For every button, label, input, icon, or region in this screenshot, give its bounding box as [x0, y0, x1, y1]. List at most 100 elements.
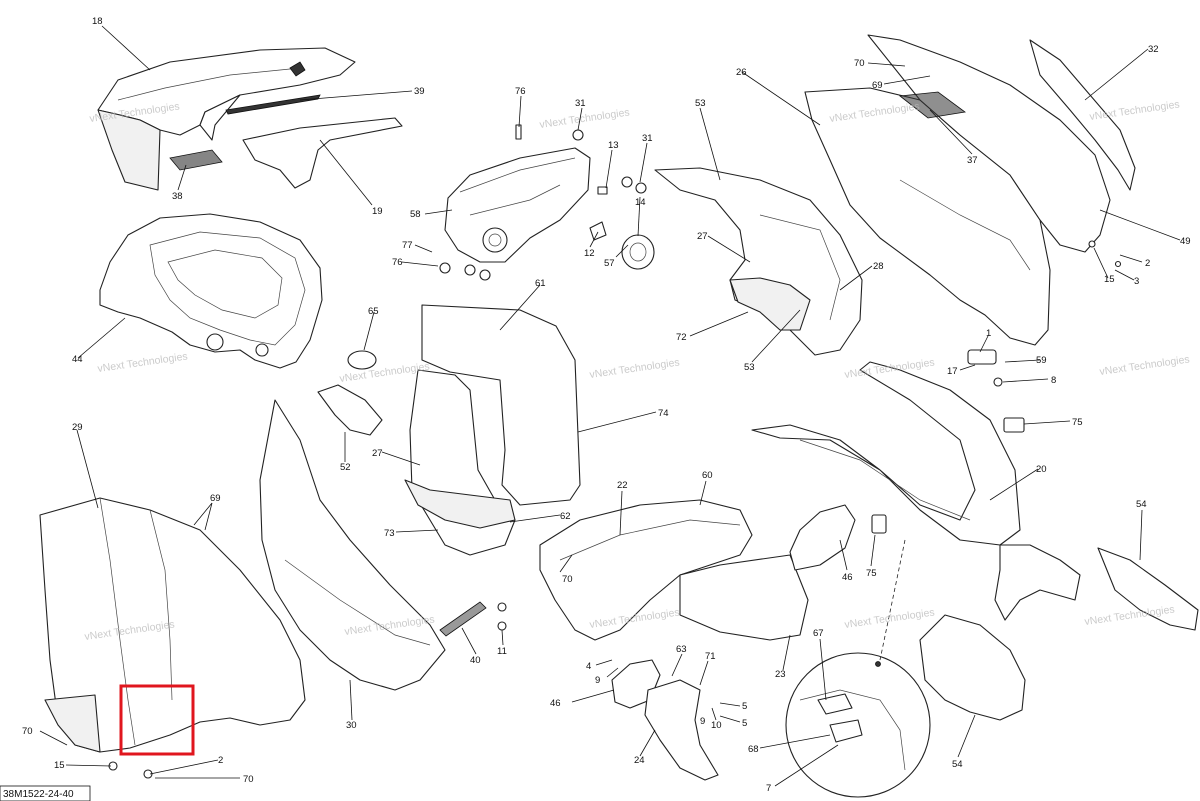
callout-68: 68	[748, 744, 759, 755]
callout-75-top: 75	[1072, 417, 1083, 428]
part-dash-housing	[99, 213, 323, 369]
callout-73: 73	[384, 528, 395, 539]
callout-65: 65	[368, 306, 379, 317]
callout-46-right: 46	[842, 572, 853, 583]
callout-15-left: 15	[54, 760, 65, 771]
part-left-fender	[39, 497, 306, 779]
part-front-panel	[751, 361, 1081, 621]
callout-10: 10	[711, 720, 722, 731]
callout-24: 24	[634, 755, 645, 766]
detail-circle	[785, 539, 931, 798]
svg-text:vNext Technologies: vNext Technologies	[589, 356, 681, 381]
callout-20: 20	[1036, 464, 1047, 475]
callout-28: 28	[873, 261, 884, 272]
callout-39: 39	[414, 86, 425, 97]
callout-76-mid: 76	[392, 257, 403, 268]
callout-69-left: 69	[210, 493, 221, 504]
callout-61: 61	[535, 278, 546, 289]
part-headlight	[439, 147, 591, 281]
callout-62: 62	[560, 511, 571, 522]
callout-27-left: 27	[372, 448, 383, 459]
callout-13: 13	[608, 140, 619, 151]
part-hardware	[515, 124, 655, 270]
callout-2-right: 2	[1145, 258, 1150, 269]
leader-lines	[39, 25, 1181, 787]
callout-9-b: 9	[700, 716, 705, 727]
part-fairing-upper	[654, 167, 863, 356]
part-top-console	[97, 47, 356, 191]
callout-76-top: 76	[515, 86, 526, 97]
callout-70-left: 70	[22, 726, 33, 737]
callout-53-top: 53	[695, 98, 706, 109]
callout-49: 49	[1180, 236, 1191, 247]
callout-37: 37	[967, 155, 978, 166]
part-right-panel-lower	[919, 614, 1026, 721]
callout-69-top: 69	[872, 80, 883, 91]
callout-8: 8	[1051, 375, 1056, 386]
callout-5-b: 5	[742, 718, 747, 729]
callout-26: 26	[736, 67, 747, 78]
part-lower-fairing	[259, 399, 507, 691]
callout-54-right: 54	[1136, 499, 1147, 510]
drawing-code: 38M1522-24-40	[3, 789, 74, 800]
callout-9-a: 9	[595, 675, 600, 686]
callout-31-b: 31	[642, 133, 653, 144]
callout-29: 29	[72, 422, 83, 433]
callout-32: 32	[1148, 44, 1159, 55]
callout-54-bottom: 54	[952, 759, 963, 770]
callout-72: 72	[676, 332, 687, 343]
callout-7: 7	[766, 783, 771, 794]
callout-4: 4	[586, 661, 591, 672]
callout-44: 44	[72, 354, 83, 365]
part-right-panel-upper	[1097, 547, 1199, 631]
drawing-code-box	[0, 785, 91, 801]
callout-14: 14	[635, 197, 646, 208]
part-side-panels	[404, 304, 581, 556]
svg-text:vNext Technologies: vNext Technologies	[844, 606, 936, 631]
part-bracket	[317, 384, 383, 436]
highlight-box	[119, 684, 195, 756]
callout-30: 30	[346, 720, 357, 731]
callout-31-a: 31	[575, 98, 586, 109]
svg-text:vNext Technologies: vNext Technologies	[1084, 603, 1176, 628]
callout-11: 11	[497, 646, 507, 657]
callout-40: 40	[470, 655, 481, 666]
callout-46-left: 46	[550, 698, 561, 709]
svg-text:vNext Technologies: vNext Technologies	[1099, 353, 1191, 378]
callout-18: 18	[92, 16, 103, 27]
callout-63: 63	[676, 644, 687, 655]
part-fasteners	[871, 240, 1122, 534]
callout-15-right: 15	[1104, 274, 1115, 285]
callout-27-right: 27	[697, 231, 708, 242]
callout-71: 71	[705, 651, 716, 662]
callout-58: 58	[410, 209, 421, 220]
callout-60: 60	[702, 470, 713, 481]
callout-3: 3	[1134, 276, 1139, 287]
callout-2-left: 2	[218, 755, 223, 766]
callout-19: 19	[372, 206, 383, 217]
callout-38: 38	[172, 191, 183, 202]
callout-22: 22	[617, 480, 628, 491]
callout-23: 23	[775, 669, 786, 680]
callout-17: 17	[947, 366, 958, 377]
svg-text:vNext Technologies: vNext Technologies	[1089, 98, 1181, 123]
callout-74: 74	[658, 408, 669, 419]
part-nose	[539, 499, 809, 641]
part-fairing-right	[804, 34, 1136, 346]
callout-67: 67	[813, 628, 824, 639]
callout-labels: 18 39 38 19 76 31 13 31 14 12 57 58 77 7…	[22, 16, 1191, 794]
part-cover	[242, 117, 403, 189]
callout-59: 59	[1036, 355, 1047, 366]
callout-70-mid: 70	[562, 574, 573, 585]
callout-70-bottom: 70	[243, 774, 254, 785]
callout-12: 12	[584, 248, 595, 259]
part-grille	[169, 149, 223, 171]
callout-77: 77	[402, 240, 413, 251]
part-ring	[347, 350, 377, 370]
callout-53-bottom: 53	[744, 362, 755, 373]
callout-57: 57	[604, 258, 615, 269]
svg-text:vNext Technologies: vNext Technologies	[539, 106, 631, 131]
part-lower-bracket	[644, 679, 719, 781]
callout-70-top: 70	[854, 58, 865, 69]
svg-text:vNext Technologies: vNext Technologies	[97, 350, 189, 375]
